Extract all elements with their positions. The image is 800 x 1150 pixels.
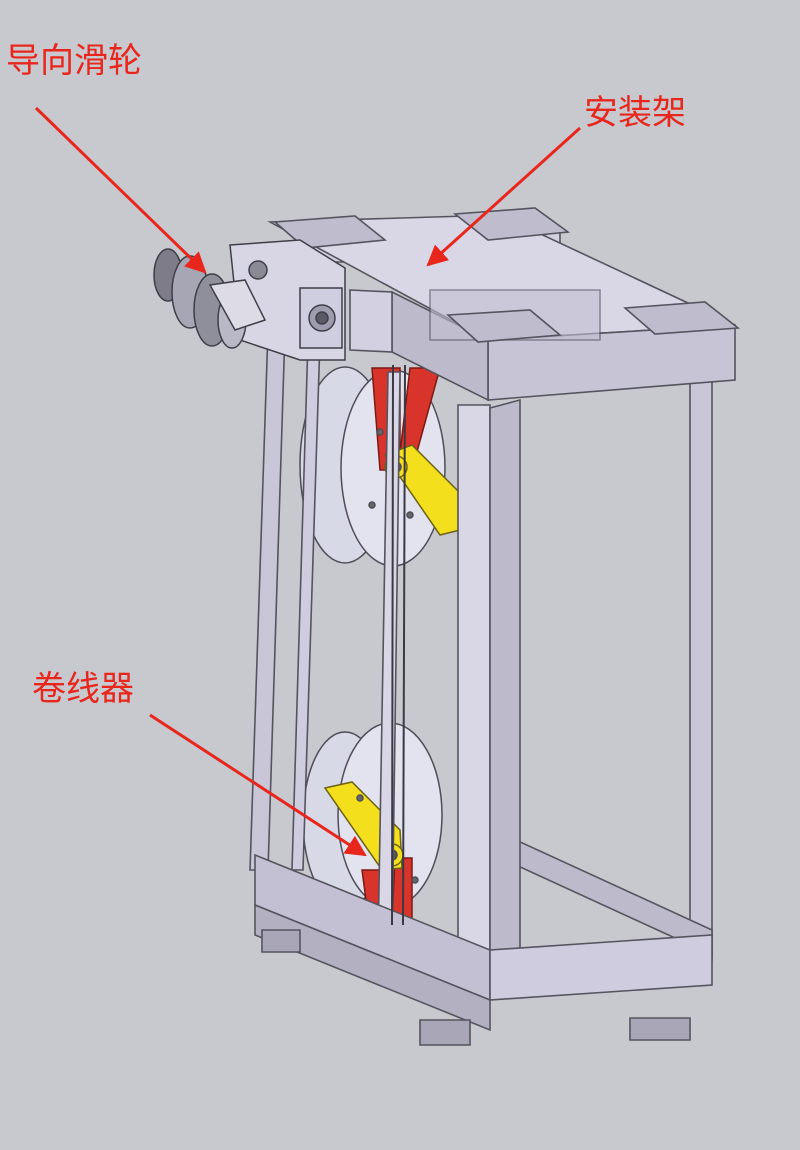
front-right-post <box>457 404 491 1001</box>
callout-arrows <box>34 106 582 857</box>
rear-right-post <box>689 317 713 961</box>
wires <box>391 364 406 926</box>
front-frame <box>254 207 741 1046</box>
label-guide-pulley: 导向滑轮 <box>6 41 142 81</box>
label-mounting-frame: 安装架 <box>584 93 686 133</box>
arrow-wire-winder <box>149 713 367 857</box>
pad-4 <box>623 301 741 335</box>
upper-reel <box>299 366 463 567</box>
label-wire-winder: 卷线器 <box>32 669 134 709</box>
arrow-mounting-frame <box>426 126 582 267</box>
pad-3 <box>446 309 563 343</box>
pad-1 <box>273 215 388 249</box>
guide-pulley-assembly <box>153 239 346 361</box>
bottom-front-beam <box>489 934 713 1001</box>
rear-left-post <box>249 329 286 871</box>
arrow-guide-pulley <box>34 106 207 274</box>
